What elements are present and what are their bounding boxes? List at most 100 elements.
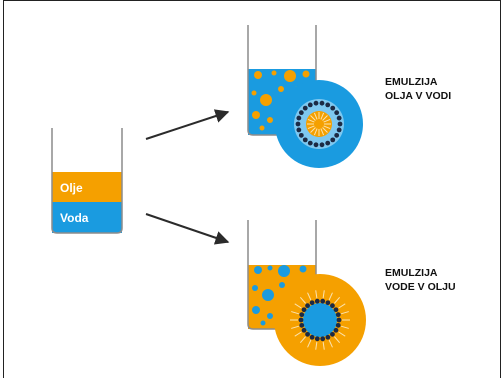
surfactant-head (302, 105, 308, 111)
surfactant-head (335, 322, 341, 328)
surfactant-head (301, 327, 307, 333)
surfactant-tail (322, 127, 328, 133)
surfactant-head (334, 110, 340, 116)
surfactant-tail (323, 125, 331, 130)
surfactant-head (307, 102, 313, 108)
surfactant-tail (315, 290, 318, 299)
surfactant-head (298, 317, 304, 323)
surfactant-tail (299, 336, 306, 343)
water-layer (52, 202, 122, 233)
surfactant-head (336, 127, 342, 133)
surfactant-head (325, 334, 331, 340)
surfactant-head (333, 307, 339, 313)
surfactant-head (305, 331, 310, 337)
surfactant-tail (307, 125, 315, 130)
surfactant-tail (307, 339, 312, 348)
emulsion-1-label-line1: EMULZIJA (385, 76, 438, 88)
source-beaker: Olje Voda (51, 128, 123, 234)
surfactant-head (309, 300, 315, 306)
arrow-icon (145, 213, 230, 245)
surfactant-heads (295, 100, 343, 148)
surfactant-head (314, 298, 320, 304)
surfactant-tail (294, 303, 302, 309)
surfactant-tail (322, 290, 325, 299)
surfactant-heads (298, 298, 342, 342)
surfactant-tail (328, 292, 333, 301)
surfactant-tail (294, 331, 302, 337)
emulsion-2-label-line2: VODE V OLJU (385, 281, 456, 293)
surfactant-tail (338, 331, 346, 337)
surfactant-tail (320, 112, 325, 120)
water-in-oil-beaker (247, 220, 366, 366)
surfactant-tail (299, 297, 306, 304)
surfactant-head (314, 336, 320, 342)
surfactant-head (296, 127, 302, 133)
surfactant-head (302, 137, 308, 143)
surfactant-head (298, 110, 304, 116)
surfactant-head (298, 132, 304, 138)
surfactant-tail (310, 115, 316, 121)
surfactant-tail (315, 341, 318, 350)
surfactant-tail (334, 336, 341, 343)
emulsion-1-label-line2: OLJA V VODI (385, 90, 451, 102)
surfactant-head (333, 327, 339, 333)
surfactant-head (307, 140, 313, 146)
micelle-core (303, 303, 337, 337)
surfactant-head (301, 307, 307, 313)
surfactant-tail (328, 339, 333, 348)
surfactant-tail (322, 115, 328, 121)
surfactant-head (319, 100, 325, 106)
oil-label: Olje (60, 181, 83, 195)
surfactant-head (313, 100, 319, 106)
surfactant-tail (334, 297, 341, 304)
surfactant-head (299, 322, 305, 328)
oil-in-water-micelle (275, 80, 363, 168)
surfactant-head (319, 142, 325, 148)
surfactant-tail (291, 325, 300, 329)
surfactant-head (325, 102, 331, 108)
oil-in-water-beaker (247, 25, 363, 168)
surfactant-head (325, 300, 331, 306)
surfactant-head (330, 105, 336, 111)
surfactant-head (330, 331, 335, 337)
surfactant-head (337, 121, 343, 127)
surfactant-head (336, 317, 342, 323)
surfactant-tail (322, 341, 325, 350)
surfactant-head (309, 334, 315, 340)
surfactant-head (336, 115, 342, 121)
surfactant-tail (340, 311, 349, 315)
surfactant-tails (307, 112, 331, 136)
surfactant-tail (313, 112, 318, 120)
water-droplets (252, 265, 307, 326)
surfactant-head (299, 312, 305, 318)
surfactant-tail (291, 311, 300, 315)
surfactant-tail (307, 292, 312, 301)
surfactant-head (330, 137, 336, 143)
water-label: Voda (60, 211, 89, 225)
surfactant-tail (340, 325, 349, 329)
arrow-icon (145, 109, 230, 140)
surfactant-tail (323, 118, 331, 123)
surfactant-head (334, 132, 340, 138)
surfactant-head (320, 298, 326, 304)
surfactant-head (305, 303, 310, 309)
surfactant-head (325, 140, 331, 146)
oil-layer (52, 172, 122, 202)
surfactant-tail (338, 303, 346, 309)
surfactant-tail (307, 118, 315, 123)
surfactant-head (330, 303, 335, 309)
water-in-oil-micelle (274, 274, 366, 366)
surfactant-head (295, 121, 301, 127)
surfactant-tail (313, 128, 318, 136)
surfactant-head (335, 312, 341, 318)
surfactant-head (296, 115, 302, 121)
surfactant-tails (290, 290, 350, 350)
surfactant-tail (310, 127, 316, 133)
surfactant-head (313, 142, 319, 148)
surfactant-tail (320, 128, 325, 136)
surfactant-head (320, 336, 326, 342)
beaker-outline (51, 128, 123, 234)
emulsion-2-label-line1: EMULZIJA (385, 267, 438, 279)
